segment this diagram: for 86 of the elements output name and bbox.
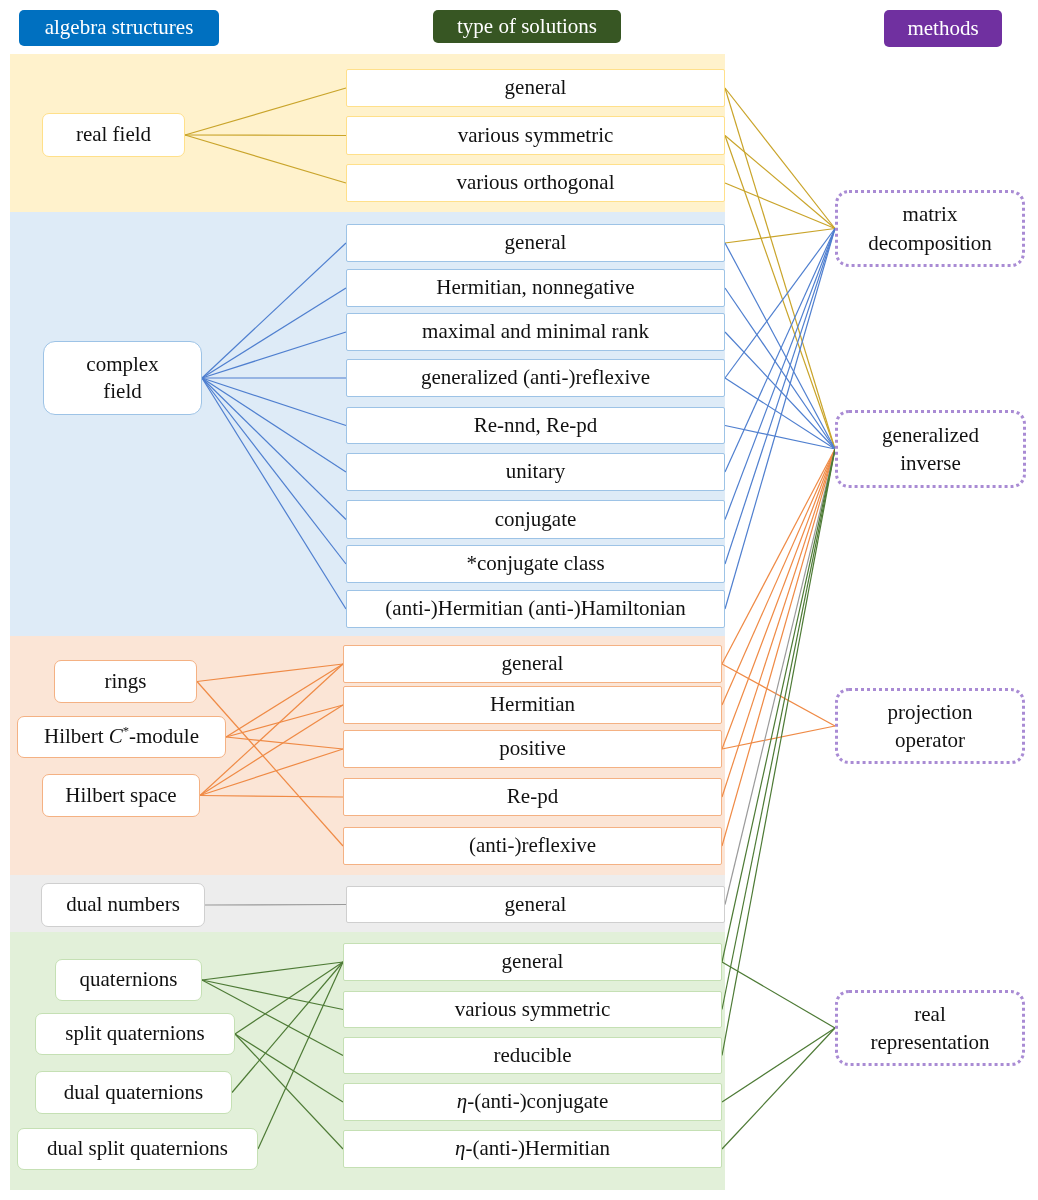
algebra-structure-node: dual numbers xyxy=(41,883,205,927)
connector-line xyxy=(201,377,347,565)
connector-line xyxy=(234,1033,344,1150)
solution-type-node: *conjugate class xyxy=(346,545,725,583)
solution-type-node: various orthogonal xyxy=(346,164,725,202)
solution-type-node: Re-nnd, Re-pd xyxy=(346,407,725,444)
connector-line xyxy=(201,961,344,981)
solution-type-node: maximal and minimal rank xyxy=(346,313,725,351)
group-band xyxy=(10,875,725,932)
algebra-structure-node: Hilbert space xyxy=(42,774,200,817)
connector-line xyxy=(201,287,347,379)
connector-line xyxy=(199,663,344,797)
method-node: matrix decomposition xyxy=(835,190,1025,267)
algebra-structure-node: complex field xyxy=(43,341,202,415)
solution-type-node: reducible xyxy=(343,1037,722,1074)
connector-line xyxy=(199,704,344,797)
connector-line xyxy=(721,961,836,1029)
connector-line xyxy=(257,961,344,1150)
solution-type-node: various symmetric xyxy=(346,116,725,155)
column-header: methods xyxy=(884,10,1002,47)
connector-line xyxy=(231,961,344,1094)
connector-line xyxy=(724,227,836,379)
solution-type-node: general xyxy=(346,224,725,262)
connector-line xyxy=(721,725,836,750)
connector-line xyxy=(721,1027,836,1103)
solution-type-node: general xyxy=(346,886,725,923)
connector-line xyxy=(201,377,347,379)
connector-line xyxy=(724,377,836,450)
connector-line xyxy=(724,287,836,450)
method-node: generalized inverse xyxy=(835,410,1026,488)
connector-line xyxy=(204,903,347,906)
group-band xyxy=(10,932,725,1190)
connector-line xyxy=(721,1027,836,1150)
algebra-structure-node: quaternions xyxy=(55,959,202,1001)
column-header: type of solutions xyxy=(433,10,621,43)
connector-line xyxy=(199,748,344,797)
connector-line xyxy=(721,663,836,727)
solution-type-node: η-(anti-)conjugate xyxy=(343,1083,722,1121)
connector-line xyxy=(201,377,347,473)
connector-line xyxy=(724,227,836,244)
connector-line xyxy=(721,448,836,665)
algebra-structure-node: real field xyxy=(42,113,185,157)
method-node: projection operator xyxy=(835,688,1025,764)
solution-type-node: conjugate xyxy=(346,500,725,539)
connector-line xyxy=(201,979,344,1057)
solution-type-node: various symmetric xyxy=(343,991,722,1028)
solution-type-node: unitary xyxy=(346,453,725,491)
connector-line xyxy=(234,1033,344,1103)
connector-line xyxy=(201,242,347,379)
connector-line xyxy=(724,331,836,450)
connector-line xyxy=(196,663,344,683)
connector-line xyxy=(225,736,344,750)
connector-line xyxy=(184,134,347,184)
solution-type-node: generalized (anti-)reflexive xyxy=(346,359,725,397)
connector-line xyxy=(724,134,836,230)
solution-type-node: Hermitian xyxy=(343,686,722,724)
algebra-structure-node: Hilbert C$^{*}$-module xyxy=(17,716,226,758)
connector-line xyxy=(234,961,344,1035)
connector-line xyxy=(199,794,344,798)
algebra-structure-node: dual split quaternions xyxy=(17,1128,258,1170)
connector-line xyxy=(724,182,836,230)
algebra-structure-node: dual quaternions xyxy=(35,1071,232,1114)
connector-line xyxy=(225,704,344,738)
algebra-structure-node: rings xyxy=(54,660,197,703)
solution-type-node: η-(anti-)Hermitian xyxy=(343,1130,722,1168)
group-band xyxy=(10,636,725,875)
solution-type-node: general xyxy=(346,69,725,107)
solution-type-node: Hermitian, nonnegative xyxy=(346,269,725,307)
algebra-structure-node: split quaternions xyxy=(35,1013,235,1055)
connector-line xyxy=(201,377,347,427)
solution-type-node: general xyxy=(343,645,722,683)
column-header: algebra structures xyxy=(19,10,219,46)
solution-type-node: (anti-)reflexive xyxy=(343,827,722,865)
connector-line xyxy=(724,227,836,473)
group-band xyxy=(10,54,725,212)
group-band xyxy=(10,212,725,636)
connector-line xyxy=(201,979,344,1011)
connector-line xyxy=(196,680,344,847)
solution-type-node: general xyxy=(343,943,722,981)
solution-type-node: (anti-)Hermitian (anti-)Hamiltonian xyxy=(346,590,725,628)
solution-type-node: positive xyxy=(343,730,722,768)
method-node: real representation xyxy=(835,990,1025,1066)
connector-line xyxy=(724,424,836,450)
solution-type-node: Re-pd xyxy=(343,778,722,816)
connector-line xyxy=(184,134,347,137)
connector-line xyxy=(201,377,347,610)
